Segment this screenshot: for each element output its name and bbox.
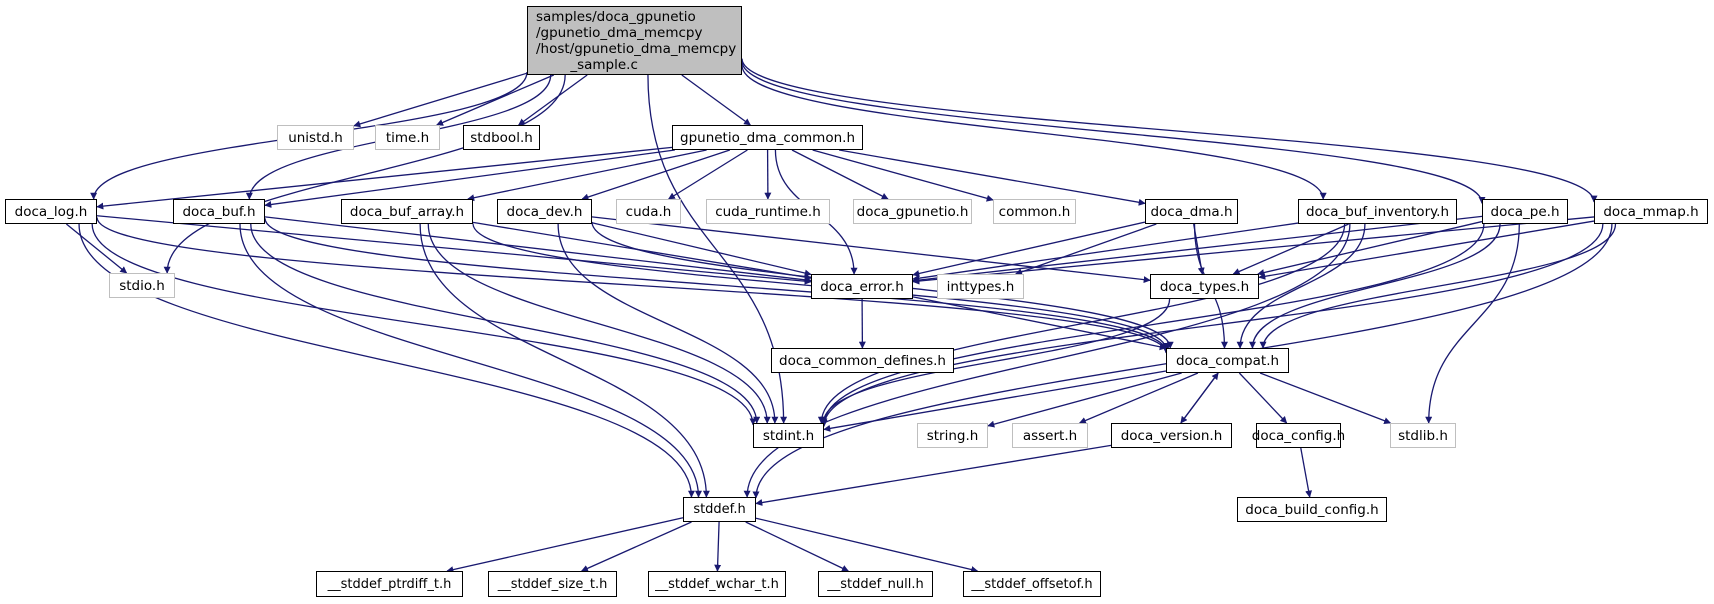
node-sd-offsetof[interactable]: __stddef_offsetof.h xyxy=(963,571,1101,597)
node-doca-dma[interactable]: doca_dma.h xyxy=(1145,199,1238,224)
edge-doca-log-to-stdio xyxy=(65,223,128,274)
edge-doca-buf-inventory-to-doca-compat xyxy=(1236,223,1366,349)
node-doca-types[interactable]: doca_types.h xyxy=(1150,274,1259,299)
edge-doca-pe-to-doca-types xyxy=(1257,220,1483,276)
edge-doca-buf-array-to-stddef xyxy=(419,223,710,498)
edge-doca-buf-to-stdint xyxy=(250,223,761,424)
node-cuda-runtime[interactable]: cuda_runtime.h xyxy=(706,199,830,224)
edge-doca-pe-to-stdlib xyxy=(1425,223,1520,424)
edge-doca-dev-to-doca-error xyxy=(591,222,812,277)
node-doca-version[interactable]: doca_version.h xyxy=(1111,423,1232,448)
edge-root-to-time xyxy=(436,74,555,126)
edge-common-h-to-doca-gpunetio xyxy=(791,149,889,200)
node-doca-gpunetio[interactable]: doca_gpunetio.h xyxy=(853,199,972,224)
edge-doca-compat-to-stdint xyxy=(823,370,1167,432)
edge-common-h-to-doca-dev xyxy=(581,149,731,201)
edge-root-to-stdbool xyxy=(518,74,588,126)
edge-doca-log-to-doca-error xyxy=(96,215,812,285)
edge-doca-pe-to-doca-error xyxy=(912,215,1483,284)
node-sd-null[interactable]: __stddef_null.h xyxy=(818,571,933,597)
node-doca-compat[interactable]: doca_compat.h xyxy=(1166,348,1289,373)
node-doca-config[interactable]: doca_config.h xyxy=(1252,423,1345,448)
edge-doca-buf-inventory-to-doca-error xyxy=(912,222,1299,282)
edge-stddef-to-sd-size xyxy=(581,521,692,572)
node-doca-buf-inventory[interactable]: doca_buf_inventory.h xyxy=(1298,199,1457,224)
edge-doca-log-to-stdint xyxy=(91,223,757,426)
node-doca-error[interactable]: doca_error.h xyxy=(811,274,913,299)
node-sd-ptrdiff[interactable]: __stddef_ptrdiff_t.h xyxy=(316,571,463,597)
edge-root-to-unistd xyxy=(353,72,528,128)
node-doca-log[interactable]: doca_log.h xyxy=(5,199,97,224)
edge-common-h-to-common xyxy=(812,149,994,202)
edge-stddef-to-sd-wchar xyxy=(714,521,722,572)
edge-common-h-to-doca-buf xyxy=(264,149,675,208)
edge-doca-buf-inventory-to-doca-types xyxy=(1232,223,1349,275)
edge-doca-log-to-doca-compat xyxy=(96,217,1170,354)
edge-stddef-to-sd-offsetof xyxy=(755,517,979,573)
node-doca-buf-array[interactable]: doca_buf_array.h xyxy=(341,199,473,224)
node-doca-mmap[interactable]: doca_mmap.h xyxy=(1594,199,1708,224)
edge-doca-version-to-stddef xyxy=(755,444,1112,506)
edge-doca-compat-to-assert xyxy=(1078,372,1199,424)
node-inttypes[interactable]: inttypes.h xyxy=(937,274,1024,299)
edge-doca-log-to-stddef xyxy=(78,223,695,498)
edge-doca-buf-to-doca-error xyxy=(264,216,812,284)
node-doca-dev[interactable]: doca_dev.h xyxy=(497,199,592,224)
edge-root-to-doca-mmap xyxy=(741,58,1598,203)
edge-doca-mmap-to-stdint xyxy=(820,223,1604,427)
node-sd-size[interactable]: __stddef_size_t.h xyxy=(488,571,617,597)
node-stdlib[interactable]: stdlib.h xyxy=(1390,423,1456,448)
node-doca-pe[interactable]: doca_pe.h xyxy=(1482,199,1568,224)
edge-doca-compat-to-doca-config xyxy=(1238,372,1288,424)
edge-doca-config-to-doca-build-config xyxy=(1300,447,1313,498)
node-common-h[interactable]: gpunetio_dma_common.h xyxy=(672,125,863,150)
edge-root-to-doca-pe xyxy=(741,61,1486,204)
node-doca-buf[interactable]: doca_buf.h xyxy=(173,199,265,224)
edge-root-to-stdio xyxy=(163,74,566,274)
edge-stddef-to-sd-null xyxy=(745,521,849,572)
edge-doca-version-to-doca-compat xyxy=(1180,372,1219,424)
node-stdbool[interactable]: stdbool.h xyxy=(463,125,540,150)
edge-doca-pe-to-doca-compat xyxy=(1248,223,1501,349)
edge-doca-dma-to-inttypes xyxy=(1015,223,1157,276)
edge-doca-types-to-stdint xyxy=(819,298,1171,424)
edge-doca-mmap-to-doca-error xyxy=(912,216,1595,285)
edge-doca-buf-to-stddef xyxy=(239,223,702,498)
node-stdio[interactable]: stdio.h xyxy=(109,273,175,298)
edge-root-to-doca-buf-inventory xyxy=(741,65,1327,200)
edge-doca-buf-to-doca-compat xyxy=(264,218,1170,353)
node-doca-build-config[interactable]: doca_build_config.h xyxy=(1237,497,1387,522)
edge-common-h-to-doca-buf-array xyxy=(467,149,707,202)
edge-common-h-to-doca-dma xyxy=(839,149,1146,206)
node-string[interactable]: string.h xyxy=(917,423,988,448)
edge-doca-mmap-to-doca-compat xyxy=(1259,223,1617,349)
node-cuda[interactable]: cuda.h xyxy=(616,199,681,224)
edge-root-to-common-h xyxy=(681,74,751,126)
node-sd-wchar[interactable]: __stddef_wchar_t.h xyxy=(648,571,786,597)
edge-doca-pe-to-stdint xyxy=(820,223,1485,426)
edge-doca-dma-to-doca-error xyxy=(912,221,1146,277)
node-stddef[interactable]: stddef.h xyxy=(683,497,756,522)
node-unistd[interactable]: unistd.h xyxy=(277,125,354,150)
edge-doca-error-to-doca-compat xyxy=(912,296,1167,351)
edge-common-h-to-doca-log xyxy=(96,146,673,210)
edge-stddef-to-sd-ptrdiff xyxy=(446,517,684,574)
edge-doca-dev-to-doca-types xyxy=(591,216,1151,284)
node-doca-common-defines[interactable]: doca_common_defines.h xyxy=(771,348,954,373)
edge-doca-compat-to-stdlib xyxy=(1259,372,1392,425)
edge-doca-buf-array-to-stdint xyxy=(427,223,771,424)
edge-doca-mmap-to-doca-types xyxy=(1258,220,1595,280)
node-assert[interactable]: assert.h xyxy=(1012,423,1088,448)
edge-doca-compat-to-string xyxy=(987,372,1182,428)
edge-common-h-to-cuda xyxy=(668,149,748,200)
edge-doca-dev-to-stdint xyxy=(557,223,779,424)
node-root: samples/doca_gpunetio /gpunetio_dma_memc… xyxy=(527,6,742,75)
node-common[interactable]: common.h xyxy=(993,199,1076,224)
node-stdint[interactable]: stdint.h xyxy=(753,423,824,448)
node-time[interactable]: time.h xyxy=(375,125,440,150)
